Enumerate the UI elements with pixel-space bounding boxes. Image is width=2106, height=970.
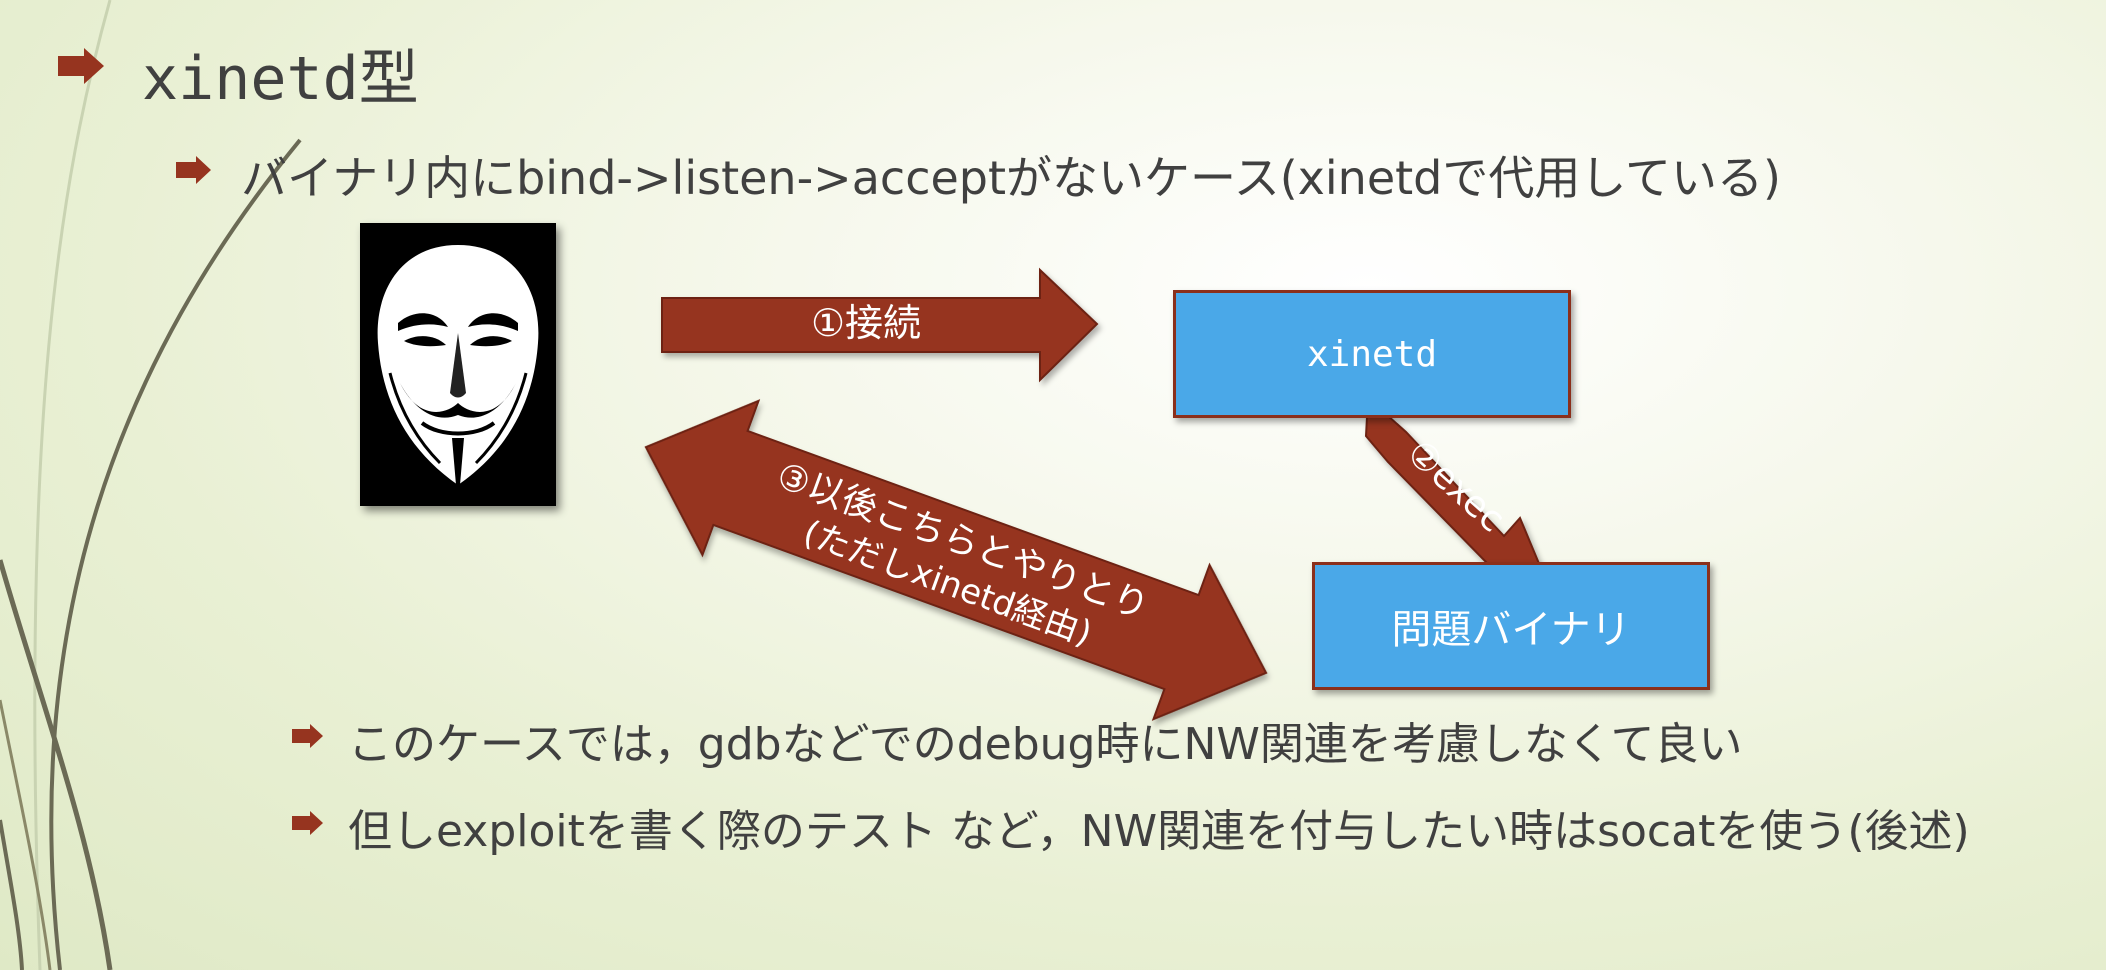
- xinetd-box: xinetd: [1173, 290, 1571, 418]
- sub-bullet-text: バイナリ内にbind->listen->acceptがないケース(xinetdで…: [241, 151, 1781, 205]
- note-1: このケースでは，gdbなどでのdebug時にNW関連を考慮しなくて良い: [348, 719, 1743, 770]
- heading-bullet-icon: [58, 48, 104, 84]
- target-binary-box-label: 問題バイナリ: [1391, 607, 1631, 653]
- connect-arrow-label: ①接続: [811, 301, 921, 345]
- anonymous-mask-image: [360, 223, 556, 506]
- slide-heading: xinetd型: [142, 44, 419, 114]
- connect-arrow: ①接続: [661, 267, 1099, 383]
- note-bullet-icon: [292, 724, 323, 748]
- note-bullet-icon: [292, 811, 323, 835]
- sub-bullet-icon: [176, 156, 211, 184]
- note-2: 但しexploitを書く際のテスト など，NW関連を付与したい時はsocatを使…: [348, 806, 1970, 857]
- bidirectional-arrow: ③以後こちらとやりとり (ただしxinetd経由): [644, 399, 1268, 721]
- target-binary-box: 問題バイナリ: [1312, 562, 1710, 690]
- xinetd-box-label: xinetd: [1306, 333, 1438, 375]
